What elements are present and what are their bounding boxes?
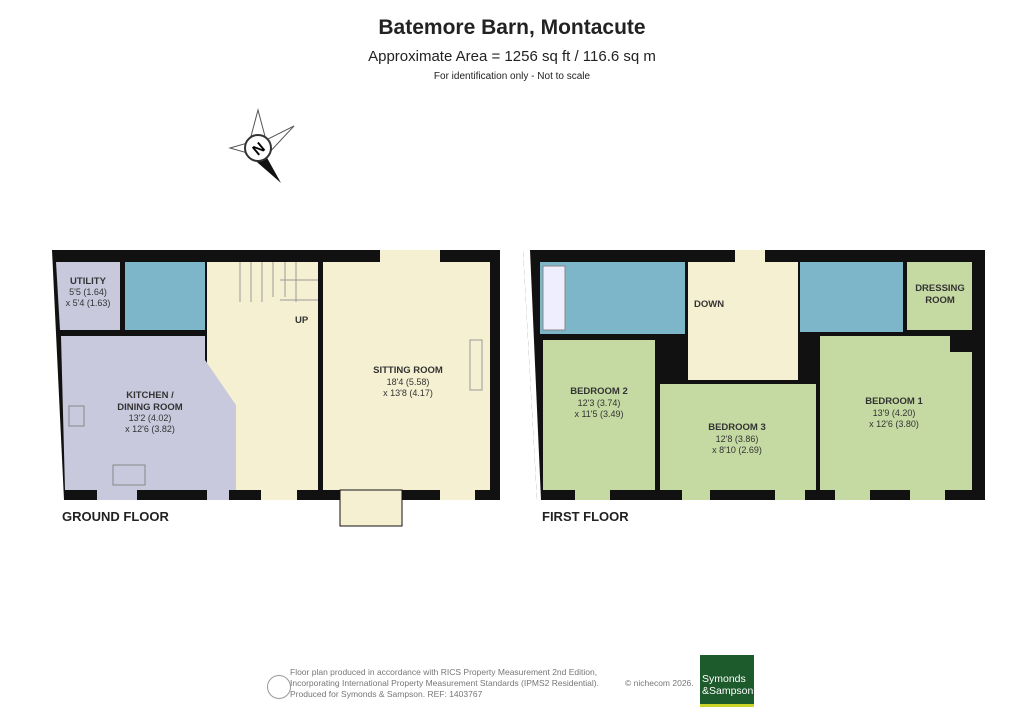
kitchen-dim1: 13'2 (4.02) <box>129 413 172 423</box>
bedroom-3 <box>660 384 816 490</box>
utility-label: UTILITY <box>70 276 107 287</box>
logo-line-2: &Sampson <box>702 685 754 697</box>
kitchen-label-2: DINING ROOM <box>117 402 183 413</box>
kitchen-dining-room <box>61 336 236 490</box>
area-text: Approximate Area = 1256 sq ft / 116.6 sq… <box>368 48 656 65</box>
utility-room <box>56 262 120 330</box>
bedroom-2 <box>543 340 655 490</box>
bedroom-3-dim2: x 8'10 (2.69) <box>712 445 762 455</box>
dressing-room-label: DRESSING <box>915 283 965 294</box>
sitting-room-label: SITTING ROOM <box>373 365 443 376</box>
first-stairs-label: DOWN <box>694 299 724 310</box>
compass-icon: N <box>228 108 295 183</box>
bedroom-1-dim2: x 12'6 (3.80) <box>869 419 919 429</box>
logo-line-1: Symonds <box>702 673 746 685</box>
bedroom-2-dim1: 12'3 (3.74) <box>578 398 621 408</box>
landing <box>688 262 798 380</box>
en-suite <box>800 262 903 332</box>
bedroom-3-label: BEDROOM 3 <box>708 422 766 433</box>
agent-logo: Symonds &Sampson <box>700 655 754 707</box>
ground-stairs-label: UP <box>295 315 309 326</box>
person-icon <box>267 675 291 699</box>
bedroom-3-dim1: 12'8 (3.86) <box>716 434 759 444</box>
ground-floor-label: GROUND FLOOR <box>62 509 169 524</box>
sitting-room-dim1: 18'4 (5.58) <box>387 377 430 387</box>
dressing-room-label-2: ROOM <box>925 295 955 306</box>
footer-text: Floor plan produced in accordance with R… <box>290 667 599 700</box>
page-title: Batemore Barn, Montacute <box>378 16 646 39</box>
first-floor-label: FIRST FLOOR <box>542 509 629 524</box>
bedroom-1-dim1: 13'9 (4.20) <box>873 408 916 418</box>
ground-floor-plan: UP UTILITY 5'5 (1.64) x 5'4 (1.63) KITCH… <box>40 250 500 527</box>
kitchen-dim2: x 12'6 (3.82) <box>125 424 175 434</box>
footer-line-1: Floor plan produced in accordance with R… <box>290 667 598 677</box>
kitchen-label: KITCHEN / <box>126 390 174 401</box>
utility-dim1: 5'5 (1.64) <box>69 287 107 297</box>
utility-dim2: x 5'4 (1.63) <box>66 298 111 308</box>
disclaimer-note: For identification only - Not to scale <box>433 71 591 82</box>
sitting-room <box>323 262 490 490</box>
sitting-room-dim2: x 13'8 (4.17) <box>383 388 433 398</box>
bedroom-1-label: BEDROOM 1 <box>865 396 923 407</box>
bedroom-2-dim2: x 11'5 (3.49) <box>574 409 623 419</box>
wc-room <box>125 262 205 330</box>
first-floor-plan: DOWN BEDROOM 2 12'3 (3.74) x 11'5 (3.49)… <box>523 250 985 500</box>
footer-line-3: Produced for Symonds & Sampson. REF: 140… <box>290 689 483 699</box>
footer-line-2: Incorporating International Property Mea… <box>290 678 599 688</box>
bedroom-1 <box>820 336 972 490</box>
bedroom-2-label: BEDROOM 2 <box>570 386 628 397</box>
dressing-room <box>907 262 972 330</box>
copyright-text: © nichecom 2026. <box>625 678 694 688</box>
